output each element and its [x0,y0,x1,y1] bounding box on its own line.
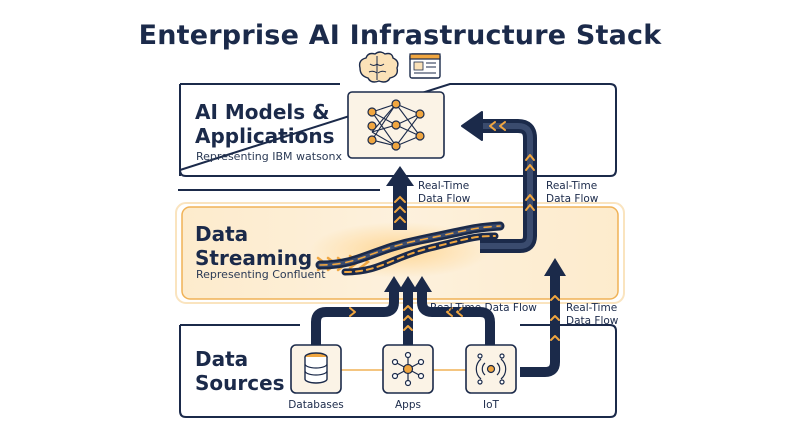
flow-label-upper-right: Real-Time Data Flow [546,180,598,206]
iot-sensor-icon [475,353,507,385]
neural-network-icon [367,99,425,151]
source-label-iot: IoT [483,399,499,411]
flow-label-upper-left-line1: Real-Time [418,180,470,192]
ai-layer-title-line1: AI Models & [195,100,330,124]
dashboard-window-icon [409,53,441,79]
flow-label-lower-right-line2: Data Flow [566,315,619,327]
flow-label-lower-right: Real-Time Data Flow [566,302,618,328]
flow-label-upper-right-line2: Data Flow [546,193,599,205]
sources-layer-title: Data Sources [195,347,285,395]
return-flow-arrow [461,111,537,253]
sources-layer-title-line2: Sources [195,371,285,395]
flow-label-lower-right-line1: Real-Time [566,302,618,314]
diagram-title: Enterprise AI Infrastructure Stack [138,20,662,51]
streaming-layer-subtitle: Representing Confluent [196,268,326,281]
flow-label-upper-right-line1: Real-Time [546,180,598,192]
sources-to-stream-arrows [311,276,495,345]
flow-label-lower-middle: Real-Time Data Flow [430,302,537,314]
flow-label-upper-left: Real-Time Data Flow [418,180,470,206]
apps-network-icon [391,351,425,387]
ai-layer-title: AI Models & Applications [195,100,334,148]
ai-layer-title-line2: Applications [195,124,335,148]
flow-label-upper-left-line2: Data Flow [418,193,471,205]
streaming-layer-title-line2: Streaming [195,246,313,270]
iot-to-stream-arrow [520,258,566,377]
stream-pipes [315,221,505,276]
database-icon [304,352,328,384]
data-sources-panel [179,324,617,418]
stream-to-ai-arrow [386,166,414,230]
ai-layer-subtitle: Representing IBM watsonx [196,150,343,163]
streaming-layer-title: Data Streaming [195,222,312,270]
sources-layer-title-line1: Data [195,347,249,371]
source-label-databases: Databases [288,399,344,411]
streaming-layer-title-line1: Data [195,222,249,246]
source-label-apps: Apps [395,399,421,411]
brain-icon [358,51,399,83]
